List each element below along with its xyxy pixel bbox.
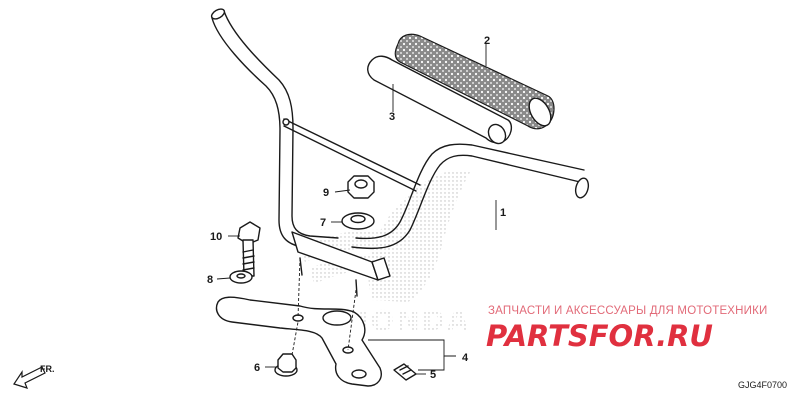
- callout-4: 4: [462, 352, 469, 364]
- leader-lines: [216, 44, 497, 375]
- handlebar-pipe: [210, 8, 590, 297]
- front-arrow-icon: [13, 366, 46, 389]
- callout-5: 5: [430, 369, 436, 381]
- callout-7: 7: [320, 217, 326, 229]
- callout-6: 6: [254, 362, 260, 374]
- callout-2: 2: [484, 35, 490, 47]
- callout-9: 9: [323, 187, 329, 199]
- handlebar-holder: [215, 257, 382, 387]
- handlebar-grip: [394, 33, 555, 130]
- callout-8: 8: [207, 274, 213, 286]
- clip: [393, 363, 417, 381]
- callout-1: 1: [500, 207, 506, 219]
- front-direction-indicator: FR.: [13, 364, 55, 389]
- front-label: FR.: [40, 364, 55, 374]
- grip-cover: [367, 55, 513, 145]
- callout-3: 3: [389, 111, 395, 123]
- callout-10: 10: [210, 231, 222, 243]
- washer-lower: [229, 270, 253, 284]
- watermark: ЗАПЧАСТИ И АКСЕССУАРЫ ДЛЯ МОТОТЕХНИКИ PA…: [486, 305, 768, 353]
- watermark-subtitle: ЗАПЧАСТИ И АКСЕССУАРЫ ДЛЯ МОТОТЕХНИКИ: [488, 305, 768, 317]
- nut: [347, 175, 375, 199]
- flange-nut: [274, 353, 298, 377]
- diagram-code: GJG4F0700: [738, 380, 787, 390]
- bolt: [237, 221, 261, 277]
- honda-logo-text: HONDA: [345, 304, 471, 337]
- washer-upper: [341, 212, 375, 230]
- watermark-brand: PARTSFOR.RU: [486, 319, 713, 353]
